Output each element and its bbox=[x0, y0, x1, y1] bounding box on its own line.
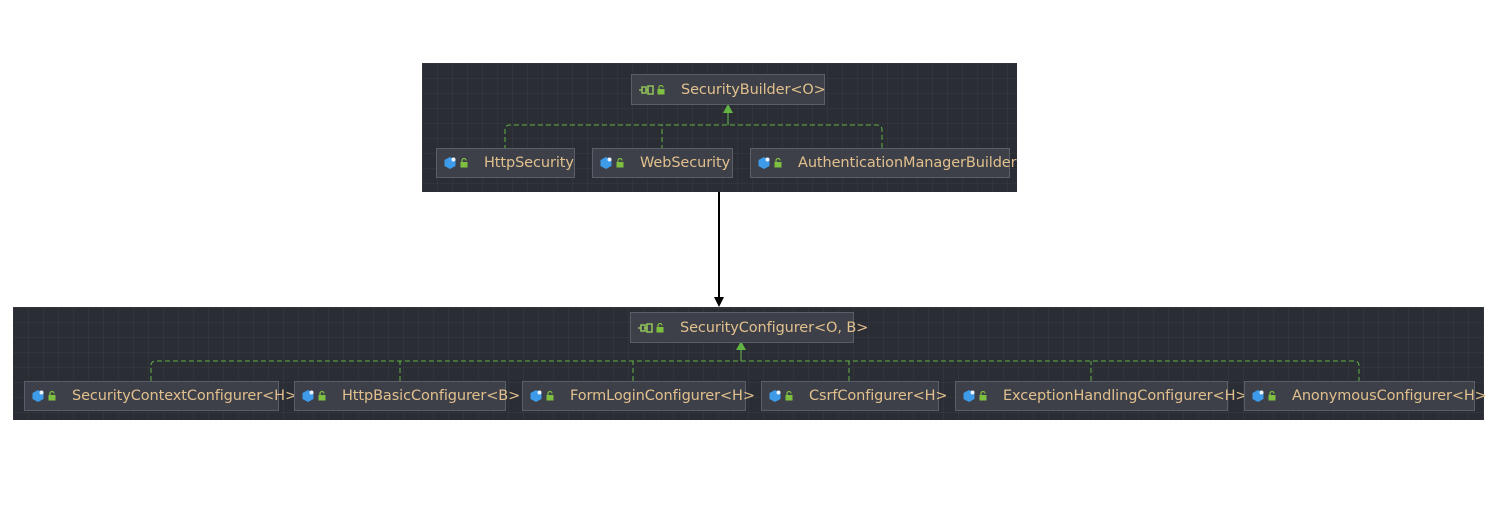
node-label: AnonymousConfigurer<H> bbox=[1292, 388, 1487, 404]
lock-icon bbox=[1268, 391, 1277, 401]
node-label: SecurityContextConfigurer<H> bbox=[72, 388, 297, 404]
class-icon bbox=[301, 389, 315, 403]
class-icon bbox=[443, 156, 457, 170]
class-icon bbox=[1251, 389, 1265, 403]
builder-inheritance-arrowhead bbox=[723, 104, 733, 113]
class-icon bbox=[768, 389, 782, 403]
http-basic-configurer-node[interactable]: HttpBasicConfigurer<B> bbox=[294, 381, 520, 411]
builder-implements-edge bbox=[504, 124, 883, 150]
lock-icon bbox=[774, 158, 783, 168]
node-label: HttpBasicConfigurer<B> bbox=[342, 388, 521, 404]
node-label: FormLoginConfigurer<H> bbox=[570, 388, 755, 404]
node-label: HttpSecurity bbox=[484, 155, 574, 171]
security-builder-node[interactable]: SecurityBuilder<O> bbox=[631, 74, 826, 105]
builder-to-configurer-connector bbox=[714, 192, 724, 307]
class-icon bbox=[757, 156, 771, 170]
lock-icon bbox=[616, 158, 625, 168]
class-icon bbox=[962, 389, 976, 403]
node-label: SecurityConfigurer<O, B> bbox=[680, 319, 869, 336]
node-label: WebSecurity bbox=[640, 155, 731, 171]
lock-icon bbox=[657, 84, 666, 95]
http-security-node[interactable]: HttpSecurity bbox=[436, 148, 575, 178]
interface-icon bbox=[638, 84, 654, 96]
node-label: AuthenticationManagerBuilder bbox=[798, 155, 1017, 171]
lock-icon bbox=[318, 391, 327, 401]
configurer-inheritance-arrowhead bbox=[736, 341, 746, 350]
csrf-configurer-node[interactable]: CsrfConfigurer<H> bbox=[761, 381, 948, 411]
configurer-implements-edge bbox=[150, 360, 1360, 381]
class-icon bbox=[529, 389, 543, 403]
anonymous-configurer-node[interactable]: AnonymousConfigurer<H> bbox=[1244, 381, 1487, 411]
lock-icon bbox=[785, 391, 794, 401]
lock-icon bbox=[656, 322, 665, 333]
lock-icon bbox=[460, 158, 469, 168]
web-security-node[interactable]: WebSecurity bbox=[592, 148, 733, 178]
node-label: CsrfConfigurer<H> bbox=[809, 388, 948, 404]
lock-icon bbox=[546, 391, 555, 401]
security-configurer-node[interactable]: SecurityConfigurer<O, B> bbox=[630, 312, 868, 343]
form-login-configurer-node[interactable]: FormLoginConfigurer<H> bbox=[522, 381, 755, 411]
lock-icon bbox=[979, 391, 988, 401]
node-label: ExceptionHandlingConfigurer<H> bbox=[1003, 388, 1248, 404]
lock-icon bbox=[48, 391, 57, 401]
security-context-configurer-node[interactable]: SecurityContextConfigurer<H> bbox=[24, 381, 297, 411]
class-icon bbox=[31, 389, 45, 403]
interface-icon bbox=[637, 322, 653, 334]
class-icon bbox=[599, 156, 613, 170]
authentication-manager-builder-node[interactable]: AuthenticationManagerBuilder bbox=[750, 148, 1017, 178]
exception-handling-configurer-node[interactable]: ExceptionHandlingConfigurer<H> bbox=[955, 381, 1248, 411]
node-label: SecurityBuilder<O> bbox=[681, 81, 826, 98]
